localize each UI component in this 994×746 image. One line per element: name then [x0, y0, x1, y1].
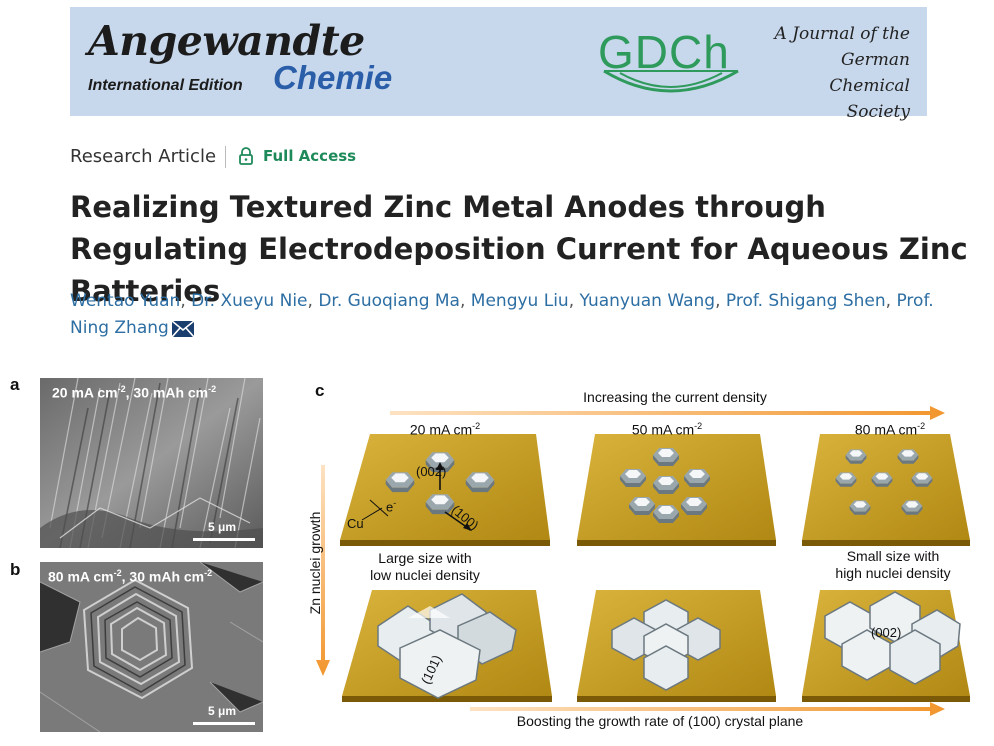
society-line-2: German [841, 50, 910, 70]
label-density-20-exp: -2 [472, 421, 481, 431]
label-density-80: 80 mA cm-2 [830, 421, 950, 438]
desc-left: Large size with low nuclei density [345, 550, 505, 584]
plate-80-top-edge [802, 540, 970, 546]
header-divider [225, 146, 226, 168]
desc-left-line2: low nuclei density [370, 567, 480, 583]
journal-logo-chemie: Chemie [273, 59, 393, 96]
label-e-exp: - [393, 498, 397, 508]
society-line-3: Chemical Society [829, 76, 910, 122]
label-left-arrow: Zn nuclei growth [307, 511, 323, 615]
plate-20-top-edge [340, 540, 550, 546]
author-list: Wentao Yuan, Dr. Xueyu Nie, Dr. Guoqiang… [70, 291, 934, 338]
sem-image-b: 80 mA cm-2, 30 mAh cm-2 5 μm [40, 562, 263, 732]
label-002: (002) [416, 464, 447, 479]
panel-label-a: a [10, 375, 20, 394]
plate-20-bottom-edge [342, 696, 552, 702]
access-badge[interactable]: Full Access [263, 147, 357, 165]
journal-logo-edition: International Edition [88, 77, 243, 94]
arrow-002-head [436, 462, 444, 470]
author-link[interactable]: Mengyu Liu [470, 291, 569, 311]
plate-80-bottom-edge [802, 696, 970, 702]
panel-label-c: c [315, 381, 325, 400]
author-link[interactable]: Dr. Xueyu Nie [191, 291, 308, 311]
sem-caption-a-exp1: -2 [117, 384, 126, 394]
left-arrow [316, 465, 330, 676]
crystals-50 [611, 599, 721, 691]
sem-caption-a: 20 mA cm-2, 30 mAh cm-2 [52, 384, 216, 401]
arrow-cu [361, 507, 383, 521]
article-title: Realizing Textured Zinc Metal Anodes thr… [70, 190, 968, 308]
scale-label-b: 5 μm [208, 704, 237, 718]
sem-caption-b: 80 mA cm-2, 30 mAh cm-2 [48, 568, 212, 585]
arrow-e [369, 499, 389, 517]
crystals-20 [377, 593, 517, 699]
panel-label-b: b [10, 560, 21, 579]
scale-bar-a [193, 538, 255, 541]
desc-right: Small size with high nuclei density [813, 548, 973, 582]
plate-50-bottom-edge [577, 696, 776, 702]
label-density-50-text: 50 mA cm [631, 421, 695, 438]
label-density-20-text: 20 mA cm [409, 421, 473, 438]
mail-icon[interactable] [171, 321, 194, 337]
plate-50-top-edge [577, 540, 776, 546]
top-arrow [390, 406, 945, 420]
plate-20-top [340, 434, 550, 540]
society-tagline: A Journal of the German Chemical Society [770, 21, 910, 125]
label-002-bottom: (002) [871, 625, 902, 640]
label-top-arrow: Increasing the current density [583, 389, 767, 405]
label-density-80-exp: -2 [917, 421, 926, 431]
label-density-50-exp: -2 [694, 421, 703, 431]
article-type: Research Article [70, 146, 217, 167]
journal-banner[interactable]: Angewandte International Edition Chemie … [70, 7, 927, 122]
label-bottom-arrow: Boosting the growth rate of (100) crysta… [516, 713, 804, 729]
label-e: e- [386, 498, 396, 514]
arrow-100 [444, 511, 469, 529]
desc-right-line2: high nuclei density [835, 565, 951, 581]
author-link[interactable]: Dr. Guoqiang Ma [318, 291, 460, 311]
bottom-arrow [470, 702, 945, 716]
crystals-80 [824, 591, 961, 685]
schematic-diagram [316, 406, 970, 716]
label-density-20: 20 mA cm-2 [385, 421, 505, 438]
label-density-50: 50 mA cm-2 [607, 421, 727, 438]
society-line-1: A Journal of the [774, 24, 910, 44]
label-e-text: e [386, 499, 394, 515]
scale-bar-b [193, 722, 255, 725]
scale-label-a: 5 μm [208, 520, 237, 534]
sem-texture-b [40, 562, 263, 732]
author-link[interactable]: Wentao Yuan [70, 291, 181, 311]
plate-80-top [802, 434, 970, 540]
sem-image-a: 20 mA cm-2, 30 mAh cm-2 5 μm [40, 378, 263, 548]
sem-caption-b-exp2: -2 [204, 568, 213, 578]
sem-caption-b-exp1: -2 [113, 568, 122, 578]
desc-right-line1: Small size with [846, 548, 940, 564]
sem-caption-a-part2: , 30 mAh cm [125, 384, 209, 401]
label-density-80-text: 80 mA cm [854, 421, 918, 438]
journal-logo-main: Angewandte [88, 17, 365, 65]
author-link[interactable]: Prof. Ning Zhang [70, 291, 934, 338]
sem-caption-b-part1: 80 mA cm [48, 568, 114, 585]
nuclei-20 [361, 452, 495, 531]
arrow-100-head [463, 523, 472, 531]
desc-left-line1: Large size with [378, 550, 472, 566]
sem-texture-a [40, 378, 263, 548]
author-link[interactable]: Prof. Shigang Shen [725, 291, 886, 311]
sem-caption-b-part2: , 30 mAh cm [121, 568, 205, 585]
society-logo-arc [603, 69, 739, 93]
label-cu: Cu [347, 516, 364, 531]
author-link[interactable]: Yuanyuan Wang [579, 291, 716, 311]
society-logo: GDCh [598, 26, 730, 78]
sem-caption-a-exp2: -2 [208, 384, 217, 394]
lock-icon [239, 147, 253, 165]
sem-caption-a-part1: 20 mA cm [52, 384, 118, 401]
